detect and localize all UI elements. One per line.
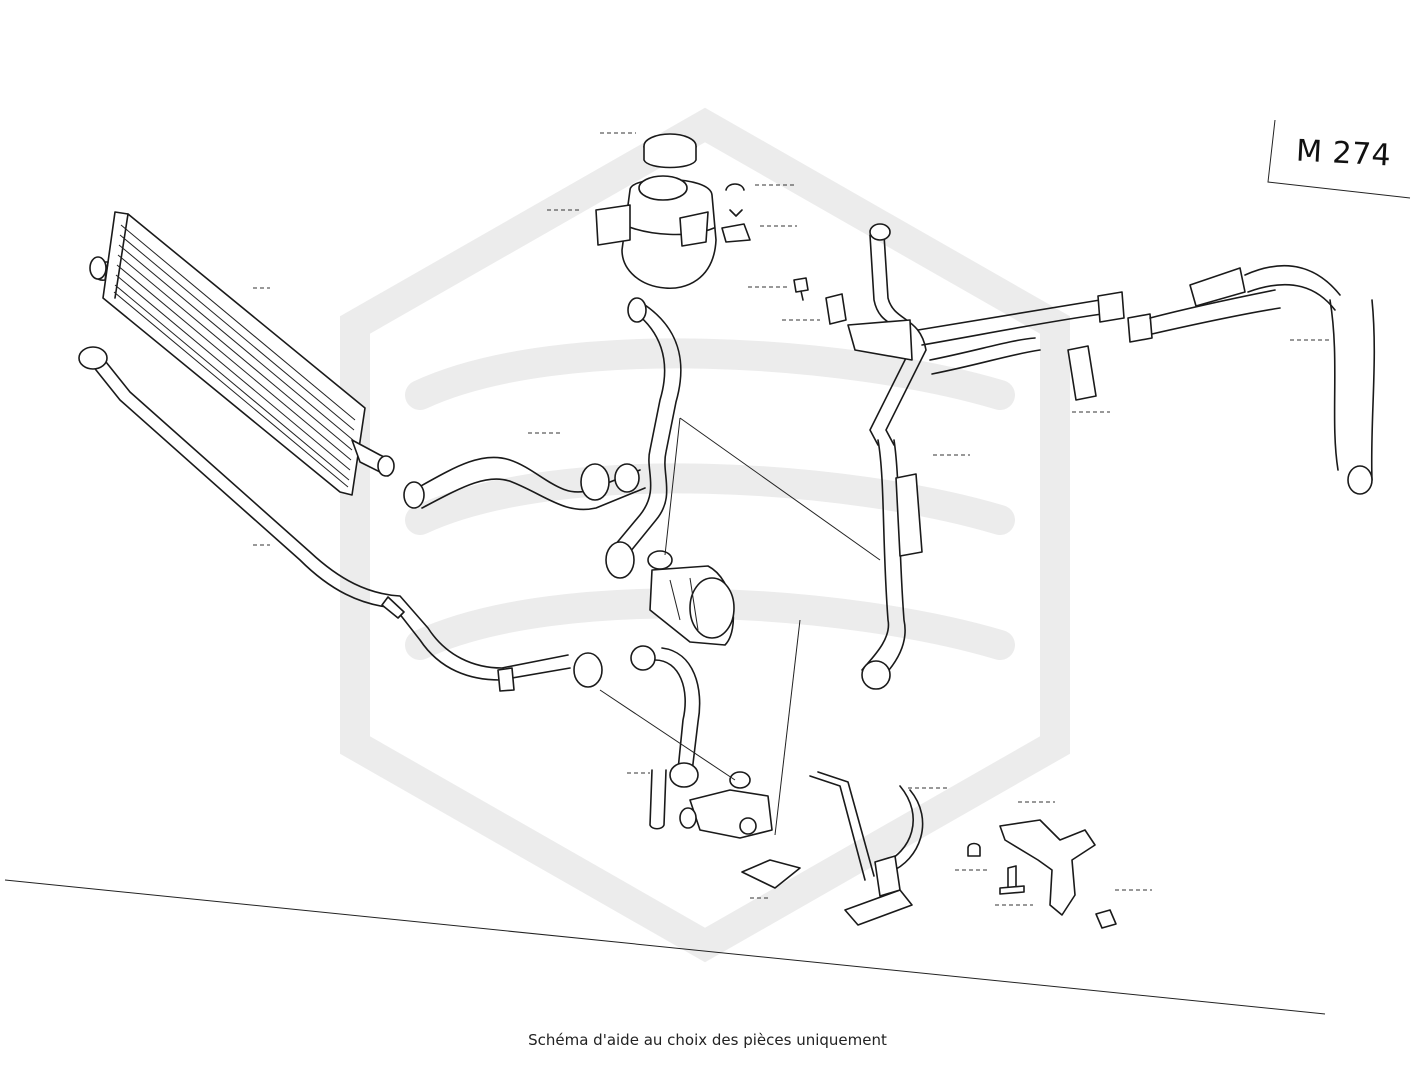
water-pump [647,550,735,646]
corrugated-hose [403,456,646,511]
right-pipes [917,265,1376,495]
support-bracket [809,771,924,926]
perspective-line [4,879,1326,1015]
reservoir-hose [605,297,682,579]
thermostat-housing [679,771,773,839]
right-bracket [967,819,1117,929]
engine-tag-frame [1267,119,1411,199]
lower-left-pipe [78,346,603,692]
diagram-caption: Schéma d'aide au choix des pièces unique… [528,1031,887,1049]
gasket [741,859,801,889]
pump-outlet-hose [630,645,701,830]
radiator [89,211,395,496]
engine-label: M 274 [1295,133,1393,174]
reference-markers [253,132,1330,906]
right-lower-hose [861,439,923,690]
upper-vertical-hose [847,223,927,446]
upper-screw [793,277,847,325]
connection-lines [599,417,881,836]
watermark-logo [340,107,1070,963]
expansion-tank [595,133,717,290]
tank-clips [721,183,751,243]
